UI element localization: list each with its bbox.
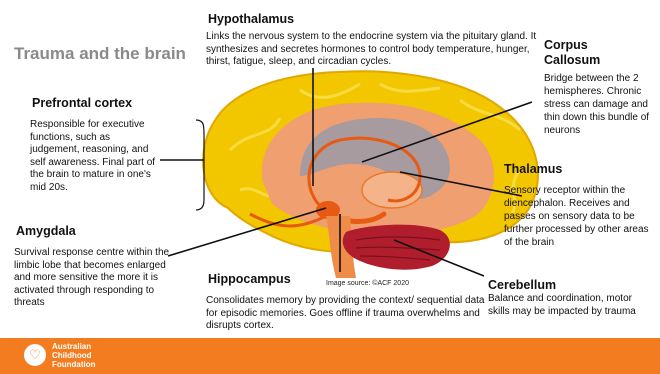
org-logo-text: Australian Childhood Foundation (52, 342, 96, 369)
corpus-callosum-description: Bridge between the 2 hemispheres. Chroni… (544, 72, 656, 137)
page-title: Trauma and the brain (14, 44, 186, 64)
thalamus-shape (362, 172, 422, 208)
amygdala-description: Survival response centre within the limb… (14, 247, 182, 310)
image-credit: Image source: ©ACF 2020 (326, 280, 409, 287)
cerebellum-description: Balance and coordination, motor skills m… (488, 293, 638, 318)
thalamus-heading: Thalamus (504, 162, 562, 176)
heart-icon: ♡ (24, 344, 46, 366)
cerebellum-heading: Cerebellum (488, 278, 556, 292)
footer-bar (0, 338, 660, 374)
thalamus-description: Sensory receptor within the diencephalon… (504, 184, 652, 249)
org-name-line-1: Australian (52, 342, 96, 351)
hypothalamus-description: Links the nervous system to the endocrin… (206, 31, 538, 69)
prefrontal-cortex-heading: Prefrontal cortex (32, 96, 132, 110)
amygdala-heading: Amygdala (16, 224, 76, 238)
org-name-line-3: Foundation (52, 360, 96, 369)
org-name-line-2: Childhood (52, 351, 96, 360)
hippocampus-description: Consolidates memory by providing the con… (206, 295, 490, 333)
corpus-callosum-heading: Corpus Callosum (544, 38, 644, 68)
prefrontal-cortex-description: Responsible for executive functions, suc… (30, 119, 160, 194)
hypothalamus-heading: Hypothalamus (208, 12, 294, 26)
hippocampus-heading: Hippocampus (208, 272, 291, 286)
